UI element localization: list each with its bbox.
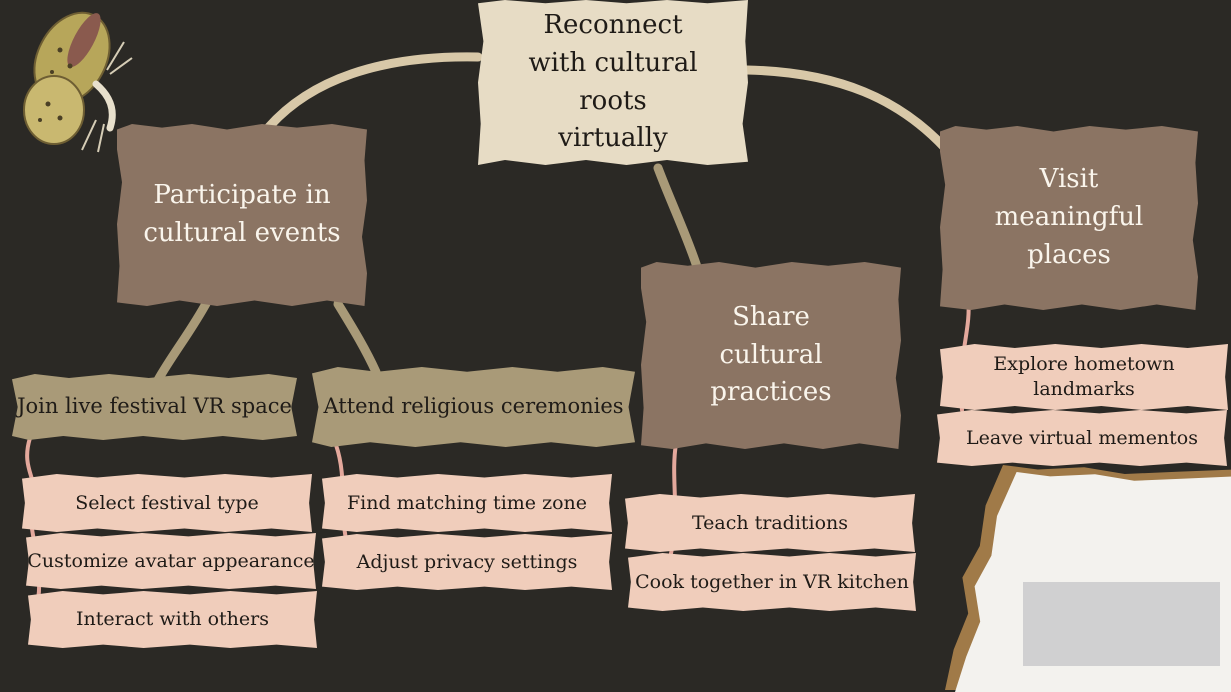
leaf-label: Teach traditions — [691, 511, 849, 534]
leaf-node: Customize avatar appearance — [26, 533, 316, 589]
sub-node-festival: Join live festival VR space — [12, 374, 297, 440]
leaf-label: Cook together in VR kitchen — [635, 570, 909, 593]
sub-node-ceremonies: Attend religious ceremonies — [312, 367, 635, 447]
leaf-label: Explore hometown landmarks — [993, 353, 1175, 400]
connector-central-to-practices — [653, 163, 703, 275]
leaf-node: Explore hometown landmarks — [940, 344, 1228, 410]
leaf-label: Find matching time zone — [346, 491, 587, 514]
grey-placeholder-box — [1023, 582, 1220, 666]
leaf-node: Interact with others — [28, 591, 317, 648]
branch-label-practices: Share cultural practices — [710, 301, 832, 408]
leaf-node: Adjust privacy settings — [322, 534, 612, 590]
leaf-node: Find matching time zone — [322, 474, 612, 532]
branch-label-places: Visit meaningful places — [994, 164, 1144, 270]
leaf-label: Leave virtual mementos — [966, 426, 1198, 449]
central-label: Reconnect with cultural roots virtually — [528, 10, 698, 154]
leaf-label: Adjust privacy settings — [356, 550, 578, 573]
leaf-label: Interact with others — [76, 608, 269, 631]
central-node: Reconnect with cultural roots virtually — [478, 0, 748, 165]
sub-label-festival: Join live festival VR space — [17, 394, 292, 419]
sub-label-ceremonies: Attend religious ceremonies — [323, 394, 624, 419]
connector-events-to-festival — [153, 295, 213, 385]
leaf-label: Customize avatar appearance — [27, 549, 315, 572]
connector-central-to-events — [263, 52, 483, 133]
leaf-node: Teach traditions — [625, 494, 915, 552]
branch-node-places: Visit meaningful places — [940, 126, 1198, 310]
leaf-node: Leave virtual mementos — [937, 410, 1227, 466]
connector-events-to-ceremonies — [333, 299, 381, 377]
butterfly-icon — [23, 11, 133, 153]
leaf-node: Select festival type — [22, 474, 312, 532]
branch-node-practices: Share cultural practices — [641, 262, 901, 449]
leaf-label: Select festival type — [75, 491, 259, 514]
branch-node-events: Participate in cultural events — [117, 124, 367, 306]
leaf-node: Cook together in VR kitchen — [628, 553, 916, 611]
connector-central-to-places — [742, 65, 950, 153]
branch-label-events: Participate in cultural events — [143, 180, 341, 248]
